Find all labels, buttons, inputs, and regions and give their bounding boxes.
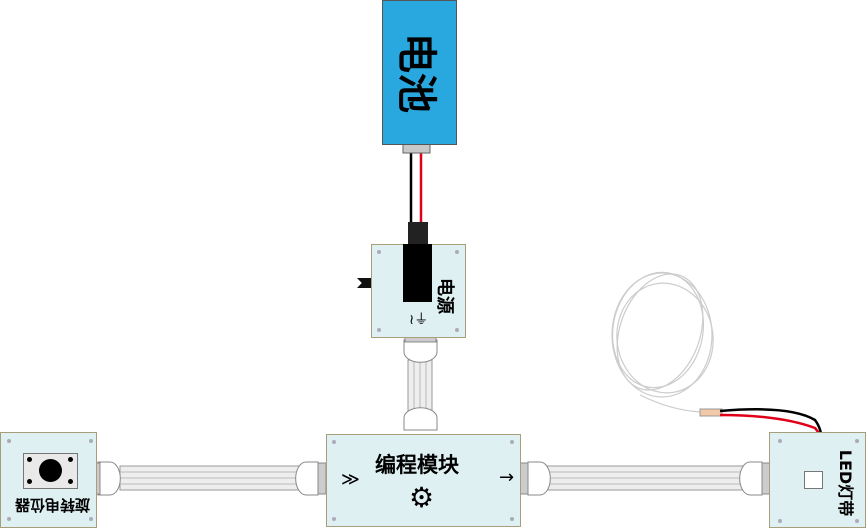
input-arrow-icon: ≫ bbox=[341, 469, 360, 490]
led-strip-label: LED灯带 bbox=[836, 449, 856, 517]
led-strip-module: LED灯带 bbox=[769, 432, 866, 528]
battery: 电池 bbox=[382, 0, 457, 145]
programming-module-label: 编程模块 bbox=[375, 453, 459, 477]
output-arrow-icon: → bbox=[499, 467, 515, 488]
power-module-label: 电源 bbox=[434, 278, 455, 314]
gear-icon: ⚙ bbox=[409, 481, 435, 514]
led-wire-port bbox=[804, 471, 823, 489]
ribbon-cable-vertical bbox=[403, 336, 438, 431]
potentiometer-label: 旋转电位器 bbox=[15, 496, 91, 514]
battery-label: 电池 bbox=[392, 32, 439, 113]
led-strip-coil bbox=[611, 271, 714, 413]
power-plug bbox=[408, 222, 428, 244]
potentiometer-knob[interactable] bbox=[23, 453, 78, 489]
programming-module: 编程模块 ≫ → ⚙ bbox=[326, 434, 521, 527]
power-socket bbox=[403, 244, 432, 302]
ribbon-cable-left bbox=[95, 461, 327, 496]
plug-icon: ≀⏚ bbox=[409, 312, 429, 328]
battery-connector bbox=[402, 143, 431, 154]
ribbon-cable-right bbox=[519, 461, 771, 496]
potentiometer-module: 旋转电位器 bbox=[0, 432, 97, 528]
power-module: 电源 ≀⏚ bbox=[371, 244, 466, 338]
led-strip-connector bbox=[699, 408, 723, 417]
